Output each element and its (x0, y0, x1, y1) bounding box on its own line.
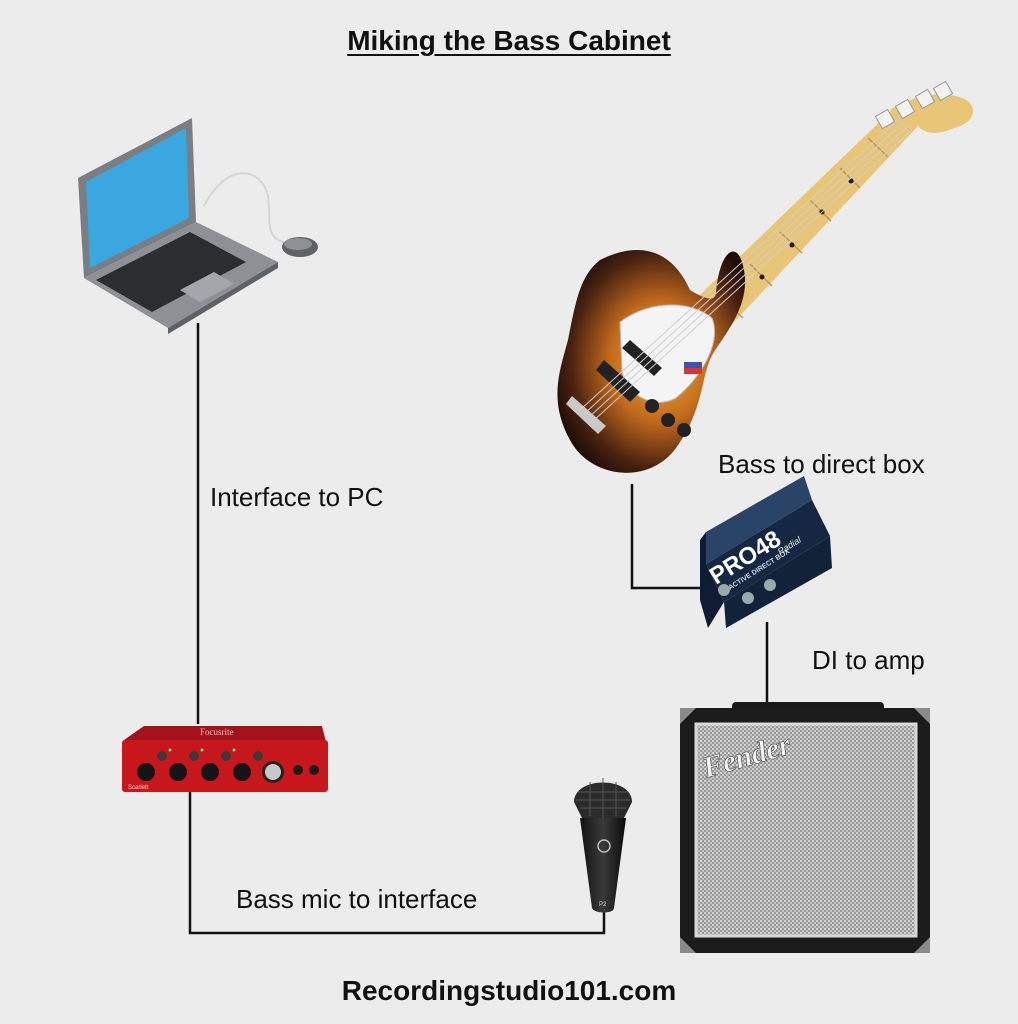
diagram-title-text: Miking the Bass Cabinet (347, 25, 671, 56)
label-interface-to-pc: Interface to PC (210, 482, 384, 512)
interface-model-text: Scarlett (128, 785, 149, 791)
label-bass-to-direct-box: Bass to direct box (718, 449, 925, 479)
label-bass-mic-to-interface: Bass mic to interface (236, 884, 478, 914)
diagram-title: Miking the Bass Cabinet (0, 25, 1018, 57)
interface-brand-text: Focusrite (200, 727, 234, 737)
audio-interface-icon: Focusrite Scarlett (122, 726, 328, 792)
bass-guitar-icon (557, 80, 974, 473)
cable-bass-to-di (630, 484, 708, 590)
microphone-icon: P2 (574, 778, 632, 913)
label-di-to-amp: DI to amp (812, 645, 925, 675)
direct-box-icon: PRO48 ACTIVE DIRECT BOX Radial (700, 476, 832, 628)
mic-model-text: P2 (599, 902, 607, 908)
amplifier-icon: Fender (680, 702, 930, 953)
cable-mic-to-interface (188, 792, 606, 935)
laptop-icon (78, 118, 318, 334)
footer-credit: Recordingstudio101.com (341, 975, 677, 1006)
